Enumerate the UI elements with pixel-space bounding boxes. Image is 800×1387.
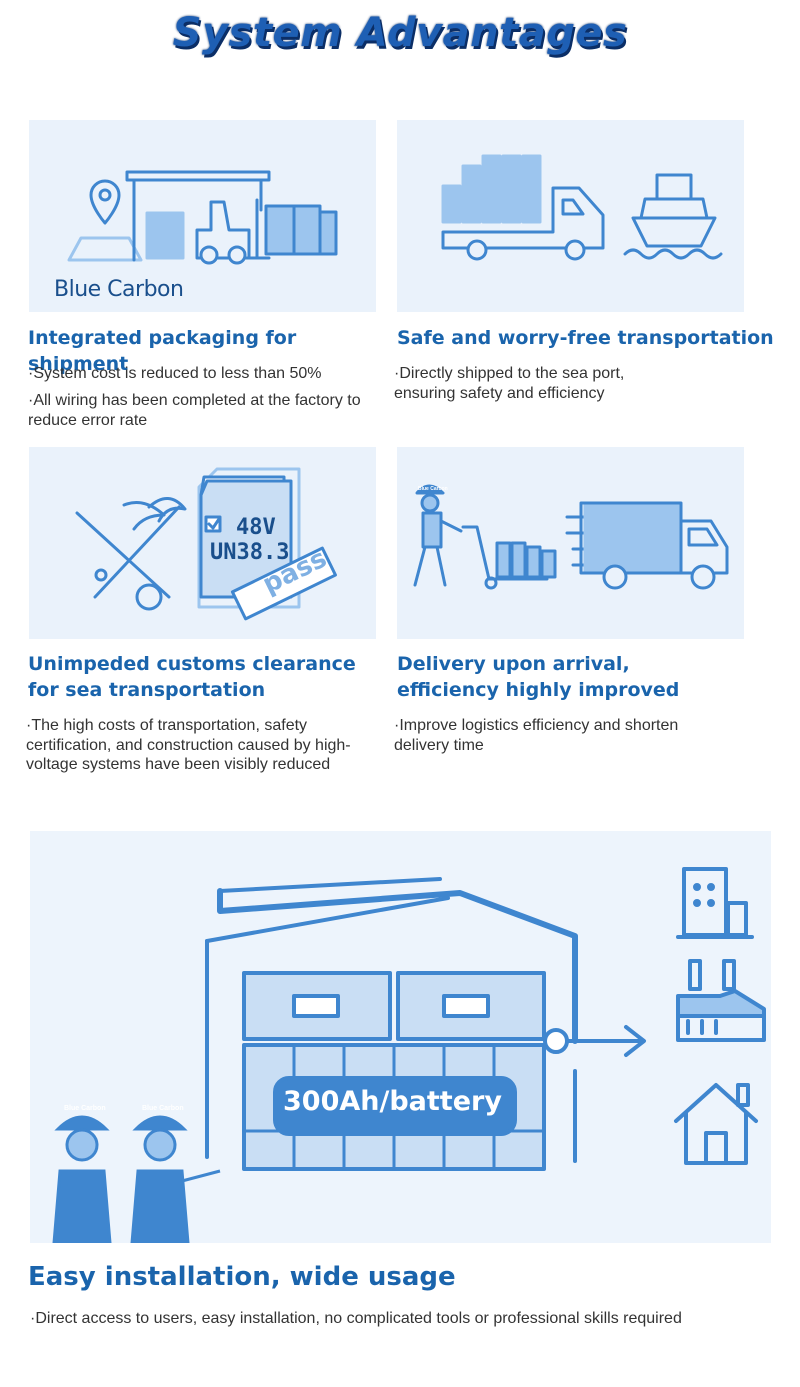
installation-bullet: ·Direct access to users, easy installati… [30, 1310, 682, 1327]
brand-label: Blue Carbon [54, 277, 184, 302]
page-title: System Advantages [172, 10, 628, 56]
transportation-illustration [397, 120, 744, 312]
card-bullet: ·System cost is reduced to less than 50% [28, 365, 322, 382]
helmet-label: Blue Carbon [142, 1105, 184, 1112]
ship-icon [623, 173, 723, 260]
installation-illustration [30, 831, 771, 1243]
worker-icon [130, 1115, 221, 1243]
helmet-label: Blue Carbon [64, 1105, 106, 1112]
card-bullet: ·Improve logistics efficiency and shorte… [394, 717, 679, 754]
factory-icon [676, 959, 766, 1042]
card-title-packaging: Integrated packaging for shipment [28, 327, 297, 375]
customs-emblem-icon [75, 497, 187, 611]
house-icon [674, 1083, 758, 1165]
helmet-label: Blue Carbon [418, 486, 448, 492]
delivery-worker-icon [413, 484, 463, 587]
card-bullet: ·The high costs of transportation, safet… [26, 717, 351, 773]
truck-icon [441, 186, 605, 261]
customs-illustration [29, 447, 376, 639]
battery-label: 300Ah/battery [283, 1086, 502, 1117]
delivery-illustration [397, 447, 744, 639]
delivery-truck-icon [579, 501, 729, 590]
location-pin-icon [67, 179, 143, 262]
packaging-illustration [29, 120, 376, 312]
card-title-transportation: Safe and worry-free transportation [397, 327, 774, 349]
card-title-delivery: Delivery upon arrival, efficiency highly… [397, 653, 680, 701]
card-bullet: ·All wiring has been completed at the fa… [28, 392, 361, 429]
document-line-2: UN38.3 [210, 540, 290, 565]
card-bullet: ·Directly shipped to the sea port, ensur… [394, 365, 625, 402]
section-title-installation: Easy installation, wide usage [28, 1262, 456, 1292]
office-building-icon [676, 867, 754, 939]
document-line-1: 48V [236, 515, 276, 540]
card-title-customs: Unimpeded customs clearance for sea tran… [28, 653, 356, 701]
worker-icon [52, 1115, 112, 1243]
